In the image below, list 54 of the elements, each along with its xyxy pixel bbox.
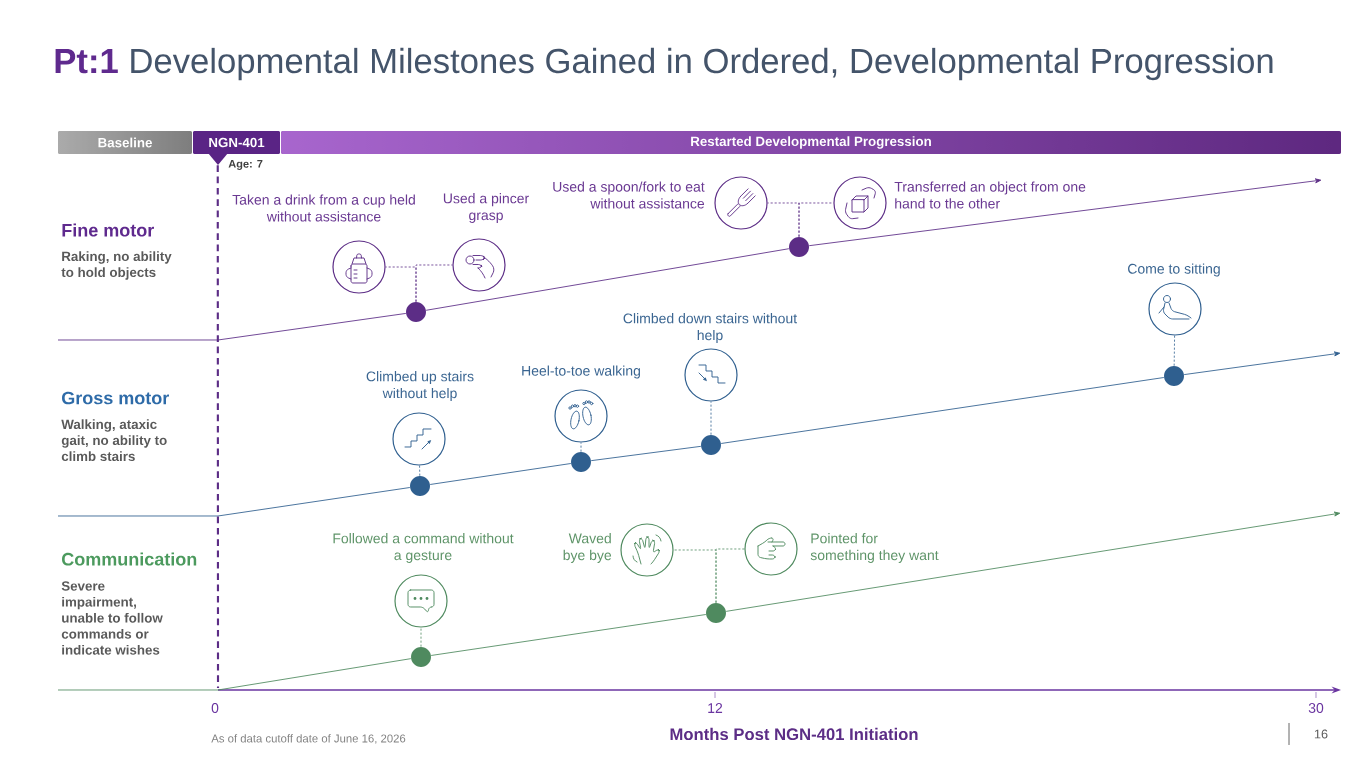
trend-line xyxy=(429,463,572,485)
milestone-label: Transferred an object from one hand to the other xyxy=(894,181,1086,209)
title: Pt:1 Developmental Milestones Gained in Ordered, Developmental Progression xyxy=(55,47,1273,81)
trend-line xyxy=(425,248,790,311)
marker-line xyxy=(216,165,220,688)
leader-line xyxy=(798,202,834,238)
row-heading: Fine motor xyxy=(62,223,154,237)
trend-line xyxy=(1183,351,1341,376)
tick-label: 30 xyxy=(1308,703,1324,713)
trend-line xyxy=(57,487,411,517)
milestone-dot xyxy=(706,603,726,623)
milestone-dot xyxy=(411,647,431,667)
row-heading: Communication xyxy=(62,552,197,566)
trend-line xyxy=(808,178,1322,247)
page-number: 16 xyxy=(1314,729,1328,739)
milestone-label: Used a pincer grasp xyxy=(443,193,529,223)
milestone-dot xyxy=(789,237,809,257)
leader-line xyxy=(420,627,422,648)
milestone-dot xyxy=(1164,366,1184,386)
milestone-dot xyxy=(406,302,426,322)
trend-line xyxy=(720,377,1165,444)
trend-line xyxy=(57,313,407,341)
milestone-label: Used a spoon/fork to eat without assistance xyxy=(553,181,705,209)
footnote: As of data cutoff date of June 16, 2026 xyxy=(211,734,406,744)
milestone-label: Followed a command without a gesture xyxy=(333,533,514,563)
leader-line xyxy=(415,264,453,303)
milestone-label: Pointed for something they want xyxy=(810,533,939,563)
milestone-dot xyxy=(571,452,591,472)
phase-band: Baseline xyxy=(58,131,192,154)
leader-line xyxy=(580,442,582,453)
milestone-dot xyxy=(701,435,721,455)
milestone-label: Climbed up stairs without help xyxy=(366,371,474,401)
leader-line xyxy=(710,401,712,436)
trend-line xyxy=(725,511,1341,612)
tick-label: 12 xyxy=(708,703,723,713)
row-description: Raking, no ability to hold objects xyxy=(61,251,172,280)
leader-line xyxy=(1173,335,1175,367)
trend-line xyxy=(430,614,707,656)
milestone-dot xyxy=(410,476,430,496)
milestone-label: Heel-to-toe walking xyxy=(522,365,640,379)
row-heading: Gross motor xyxy=(62,391,169,405)
leader-line xyxy=(715,548,745,604)
trend-line xyxy=(57,658,412,691)
age-label: Age: 7 xyxy=(228,160,263,170)
leader-line xyxy=(419,465,421,477)
row-description: Walking, ataxic gait, no ability to climb stairs xyxy=(61,419,167,462)
axis-title: Months Post NGN-401 Initiation xyxy=(670,727,918,741)
milestone-label: Come to sitting xyxy=(1128,263,1220,277)
milestone-label: Waved bye bye xyxy=(563,533,612,563)
milestone-label: Climbed down stairs without help xyxy=(623,313,797,343)
trend-line xyxy=(590,445,702,462)
milestone-label: Taken a drink from a cup held without assistance xyxy=(232,194,415,222)
row-description: Severe impairment, unable to follow commands or indicate wishes xyxy=(61,581,163,655)
tick-label: 0 xyxy=(211,703,219,713)
